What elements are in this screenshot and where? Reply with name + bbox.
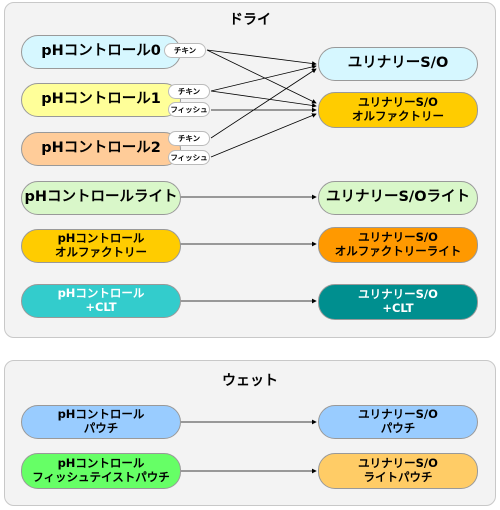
ph-control-fish-pouch-pill: pHコントロール フィッシュテイストパウチ: [21, 453, 181, 489]
tag-ph1-fish: フィッシュ: [168, 102, 210, 117]
dry-title: ドライ: [229, 12, 271, 28]
tag-ph1-chicken: チキン: [168, 84, 210, 99]
urinary-so-olfactory-pill: ユリナリーS/O オルファクトリー: [318, 92, 478, 128]
ph-control-pouch-pill: pHコントロール パウチ: [21, 405, 181, 439]
ph-control-0-pill: pHコントロール0: [21, 35, 181, 69]
urinary-so-clt-pill: ユリナリーS/O +CLT: [318, 284, 478, 320]
urinary-so-pill: ユリナリーS/O: [318, 47, 478, 81]
ph-control-clt-pill: pHコントロール +CLT: [21, 284, 181, 318]
tag-ph2-fish: フィッシュ: [168, 150, 210, 165]
urinary-so-olfactory-light-pill: ユリナリーS/O オルファクトリーライト: [318, 227, 478, 263]
urinary-so-light-pill: ユリナリーS/Oライト: [318, 181, 478, 215]
ph-control-2-pill: pHコントロール2: [21, 132, 181, 166]
ph-control-olfactory-pill: pHコントロール オルファクトリー: [21, 229, 181, 263]
tag-ph0-chicken: チキン: [164, 43, 206, 58]
wet-title: ウェット: [222, 373, 278, 389]
ph-control-light-pill: pHコントロールライト: [21, 181, 181, 215]
urinary-so-light-pouch-pill: ユリナリーS/O ライトパウチ: [318, 453, 478, 489]
ph-control-1-pill: pHコントロール1: [21, 83, 181, 117]
urinary-so-pouch-pill: ユリナリーS/O パウチ: [318, 405, 478, 439]
tag-ph2-chicken: チキン: [168, 131, 210, 146]
